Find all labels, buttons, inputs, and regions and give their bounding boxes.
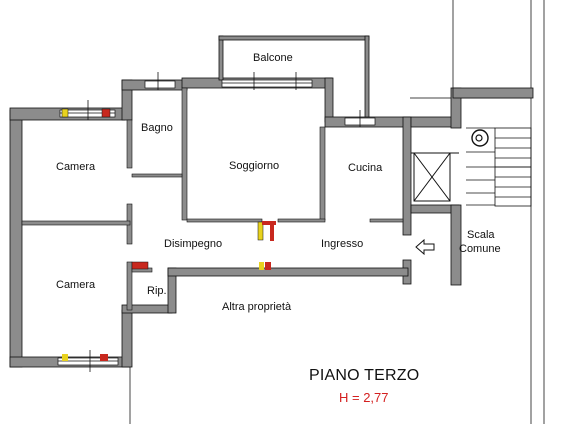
elevator-shaft <box>411 152 459 202</box>
room-label-scala: Scala <box>467 229 495 241</box>
room-label-altra-proprieta: Altra proprietà <box>222 301 292 313</box>
room-label-camera-bottom: Camera <box>56 279 96 291</box>
markers <box>61 108 276 361</box>
room-label-cucina: Cucina <box>348 162 383 174</box>
ceiling-height-label: H = 2,77 <box>339 390 389 405</box>
room-label-disimpegno: Disimpegno <box>164 238 223 250</box>
partitions <box>21 87 404 311</box>
arrow-left-outline-icon <box>415 238 435 256</box>
room-label-camera-top: Camera <box>56 161 96 173</box>
window-ticks <box>87 72 361 372</box>
room-label-bagno: Bagno <box>141 122 173 134</box>
room-label-ingresso: Ingresso <box>321 238 364 250</box>
room-label-ripostiglio: Rip. <box>147 285 167 297</box>
plan-title: PIANO TERZO <box>309 367 420 384</box>
room-label-soggiorno: Soggiorno <box>229 160 280 172</box>
room-label-comune: Comune <box>459 243 501 255</box>
context-lines <box>129 0 545 424</box>
staircase <box>466 127 532 207</box>
room-label-balcone: Balcone <box>253 52 293 64</box>
